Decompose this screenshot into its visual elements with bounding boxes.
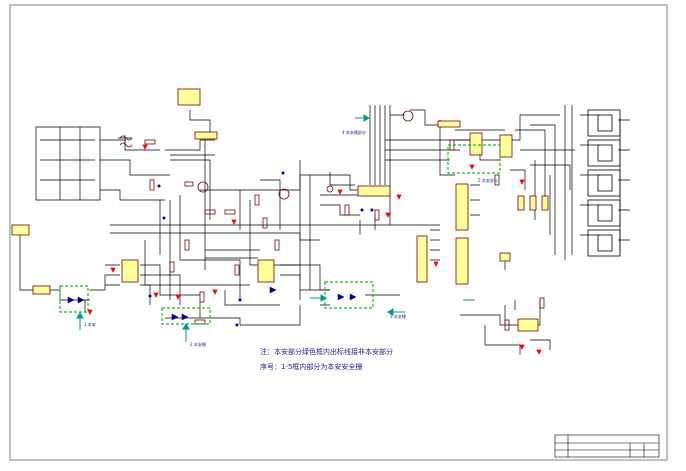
green-boundary-boxes: [59, 144, 501, 325]
title-block: [554, 434, 660, 458]
drawing-frame: [9, 4, 668, 461]
callout-3-label: 3 本安栅: [390, 314, 406, 319]
callout-5-label: 5 本安部分: [478, 178, 498, 183]
callout-arrows: [76, 114, 475, 342]
note-line-1: 注：本安部分绿色框内出标线接非本安部分: [260, 348, 393, 356]
wiring: [19, 105, 630, 355]
relay-boxes: [587, 109, 621, 257]
callout-4-label: 4 本安栅部分: [342, 130, 366, 135]
callout-1-label: 1 本安: [84, 322, 96, 327]
diodes: [67, 286, 357, 321]
callout-2-label: 2 本安栅: [190, 342, 206, 347]
ground-marks: [87, 144, 542, 355]
ic-blocks: [11, 88, 549, 332]
components: [119, 110, 545, 331]
junction-dots: [148, 171, 374, 327]
note-line-2: 序号：1-5框内部分为本安安全栅: [260, 363, 363, 371]
